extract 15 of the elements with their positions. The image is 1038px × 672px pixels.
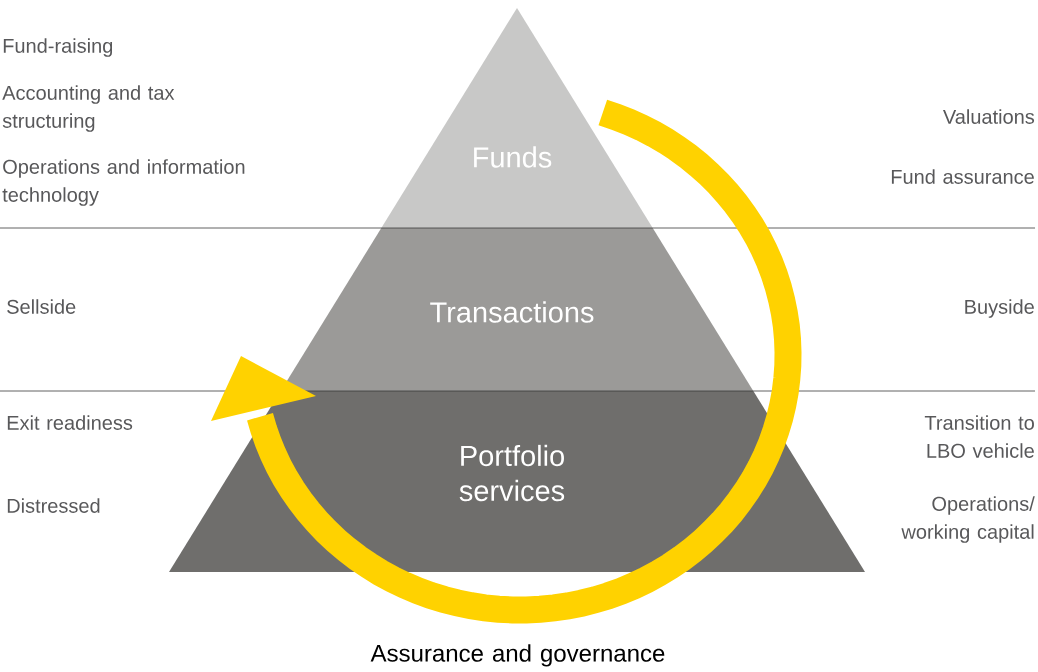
side-label: Sellside (7, 299, 76, 314)
side-label: Distressed (7, 498, 100, 513)
side-label: Accounting and tax structuring (2, 85, 175, 132)
side-label: Valuations (943, 109, 1035, 124)
side-label: Fund-raising (3, 38, 113, 57)
side-label: Buyside (965, 299, 1034, 318)
side-label: Operations and information technology (2, 159, 245, 206)
side-label: Assurance and governance (370, 644, 665, 667)
pyramid-band: Portfolio services (169, 391, 865, 572)
pyramid-band: Transactions (280, 228, 754, 391)
pyramid-band: Funds (381, 8, 653, 228)
side-label: Transition to LBO vehicle (924, 415, 1034, 458)
side-label: Exit readiness (7, 415, 133, 430)
side-label: Operations/ working capital (901, 496, 1035, 543)
side-label: Fund assurance (891, 169, 1034, 184)
